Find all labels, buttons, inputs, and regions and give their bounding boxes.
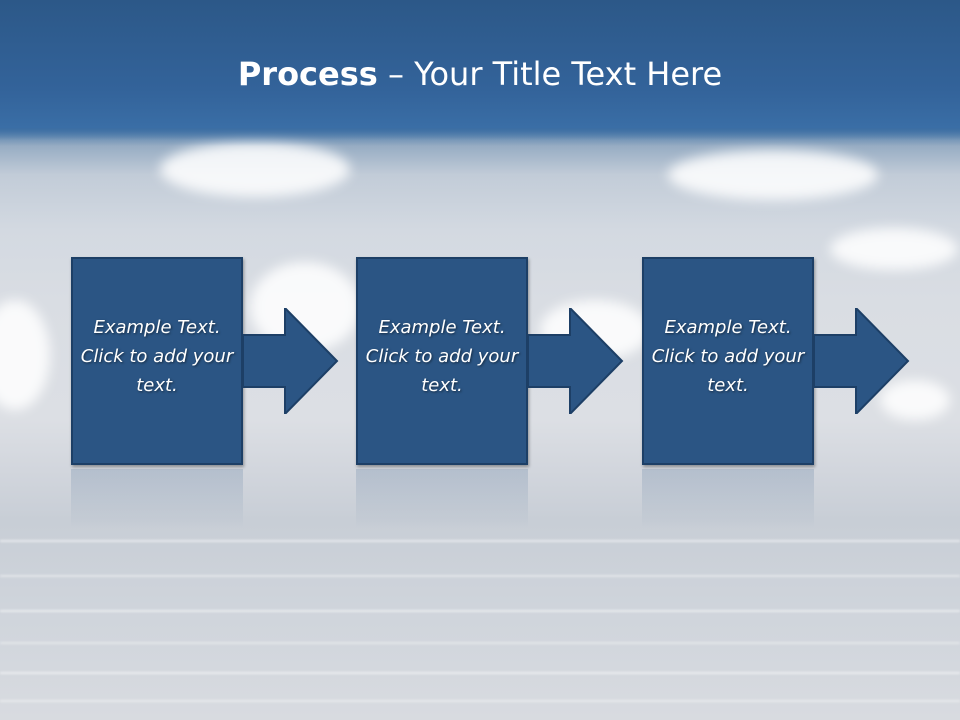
slide-title[interactable]: Process – Your Title Text Here bbox=[0, 54, 960, 94]
step-text: Example Text. Click to add your text. bbox=[365, 317, 519, 396]
title-band bbox=[0, 0, 960, 146]
step-reflection bbox=[356, 469, 528, 529]
water-ripple bbox=[0, 700, 960, 702]
process-step-2[interactable]: Example Text. Click to add your text. bbox=[356, 257, 528, 465]
title-rest: – Your Title Text Here bbox=[377, 55, 723, 93]
cloud bbox=[830, 228, 958, 270]
step-reflection bbox=[642, 469, 814, 529]
arrow-right-icon bbox=[528, 308, 624, 414]
water-ripple bbox=[0, 672, 960, 674]
cloud bbox=[880, 380, 950, 420]
process-step-1[interactable]: Example Text. Click to add your text. bbox=[71, 257, 243, 465]
arrow-right-icon bbox=[814, 308, 910, 414]
step-reflection bbox=[71, 469, 243, 529]
water-ripple bbox=[0, 540, 960, 542]
arrow-right-icon bbox=[243, 308, 339, 414]
cloud bbox=[668, 150, 878, 200]
cloud bbox=[0, 300, 50, 410]
process-step-3[interactable]: Example Text. Click to add your text. bbox=[642, 257, 814, 465]
step-text: Example Text. Click to add your text. bbox=[80, 317, 234, 396]
title-strong: Process bbox=[237, 55, 378, 93]
water-ripple bbox=[0, 610, 960, 612]
step-text: Example Text. Click to add your text. bbox=[651, 317, 805, 396]
water-ripple bbox=[0, 642, 960, 644]
water-ripple bbox=[0, 575, 960, 577]
cloud bbox=[160, 142, 350, 197]
